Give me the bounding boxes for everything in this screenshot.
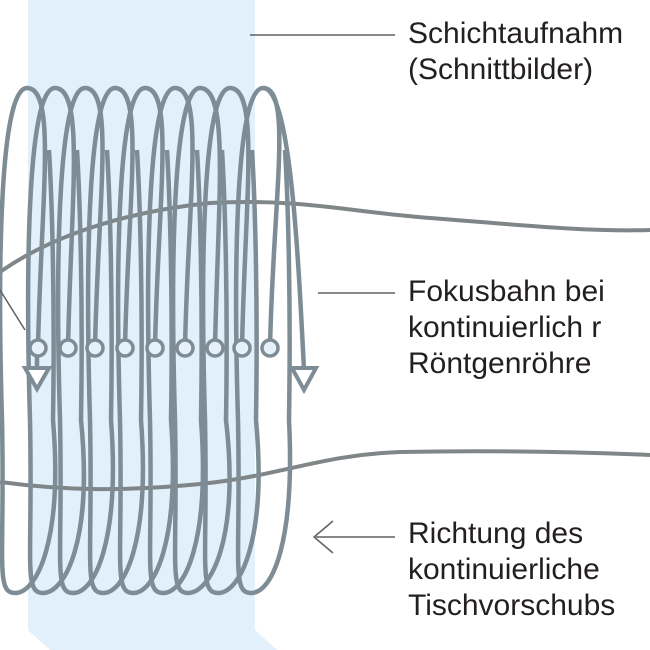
leader-line-left (0, 289, 26, 331)
focus-position-circle (58, 338, 78, 358)
focus-position-circle (260, 338, 280, 358)
direction-arrows (21, 366, 320, 395)
body-outline-top (0, 199, 650, 274)
label-line: kontinuierlich r (408, 311, 602, 344)
helix-loop (0, 85, 58, 596)
label-line: Tischvorschubs (408, 589, 616, 622)
focus-position-circle (232, 338, 252, 358)
label-focus-path: Fokusbahn bei kontinuierlich r Röntgenrö… (408, 274, 605, 382)
focus-position-circle (115, 338, 135, 358)
focus-position-circle (28, 338, 48, 358)
helix-loop (200, 85, 261, 596)
focus-position-circle (205, 338, 225, 358)
helix-loop (170, 85, 232, 596)
slice-slab-light (217, 0, 277, 650)
helix-loop (85, 85, 146, 596)
leader-lines (0, 34, 395, 554)
arrow-right-triangle-icon (288, 366, 320, 395)
focus-positions (28, 338, 280, 358)
label-line: Röntgenröhre (408, 347, 592, 380)
feed-arrow-head-icon (312, 520, 334, 554)
focus-position-circle (175, 338, 195, 358)
label-line: Richtung des (408, 517, 584, 550)
body-outline-bottom (0, 449, 650, 492)
helix-loop (25, 85, 87, 596)
label-line: (Schnittbilder) (408, 53, 594, 86)
label-slices: Schichtaufnahm (Schnittbilder) (408, 16, 623, 88)
patient-body-outline (0, 199, 650, 492)
label-line: Schichtaufnahm (408, 17, 624, 50)
arrow-left-triangle-icon (21, 366, 53, 394)
label-table-feed: Richtung des kontinuierliche Tischvorsch… (408, 516, 615, 624)
helix-end-right (262, 85, 307, 371)
label-line: Fokusbahn bei (408, 275, 605, 308)
label-line: kontinuierliche (408, 553, 600, 586)
focus-position-circle (145, 338, 165, 358)
helix-loop (55, 85, 116, 596)
focus-position-circle (85, 338, 105, 358)
